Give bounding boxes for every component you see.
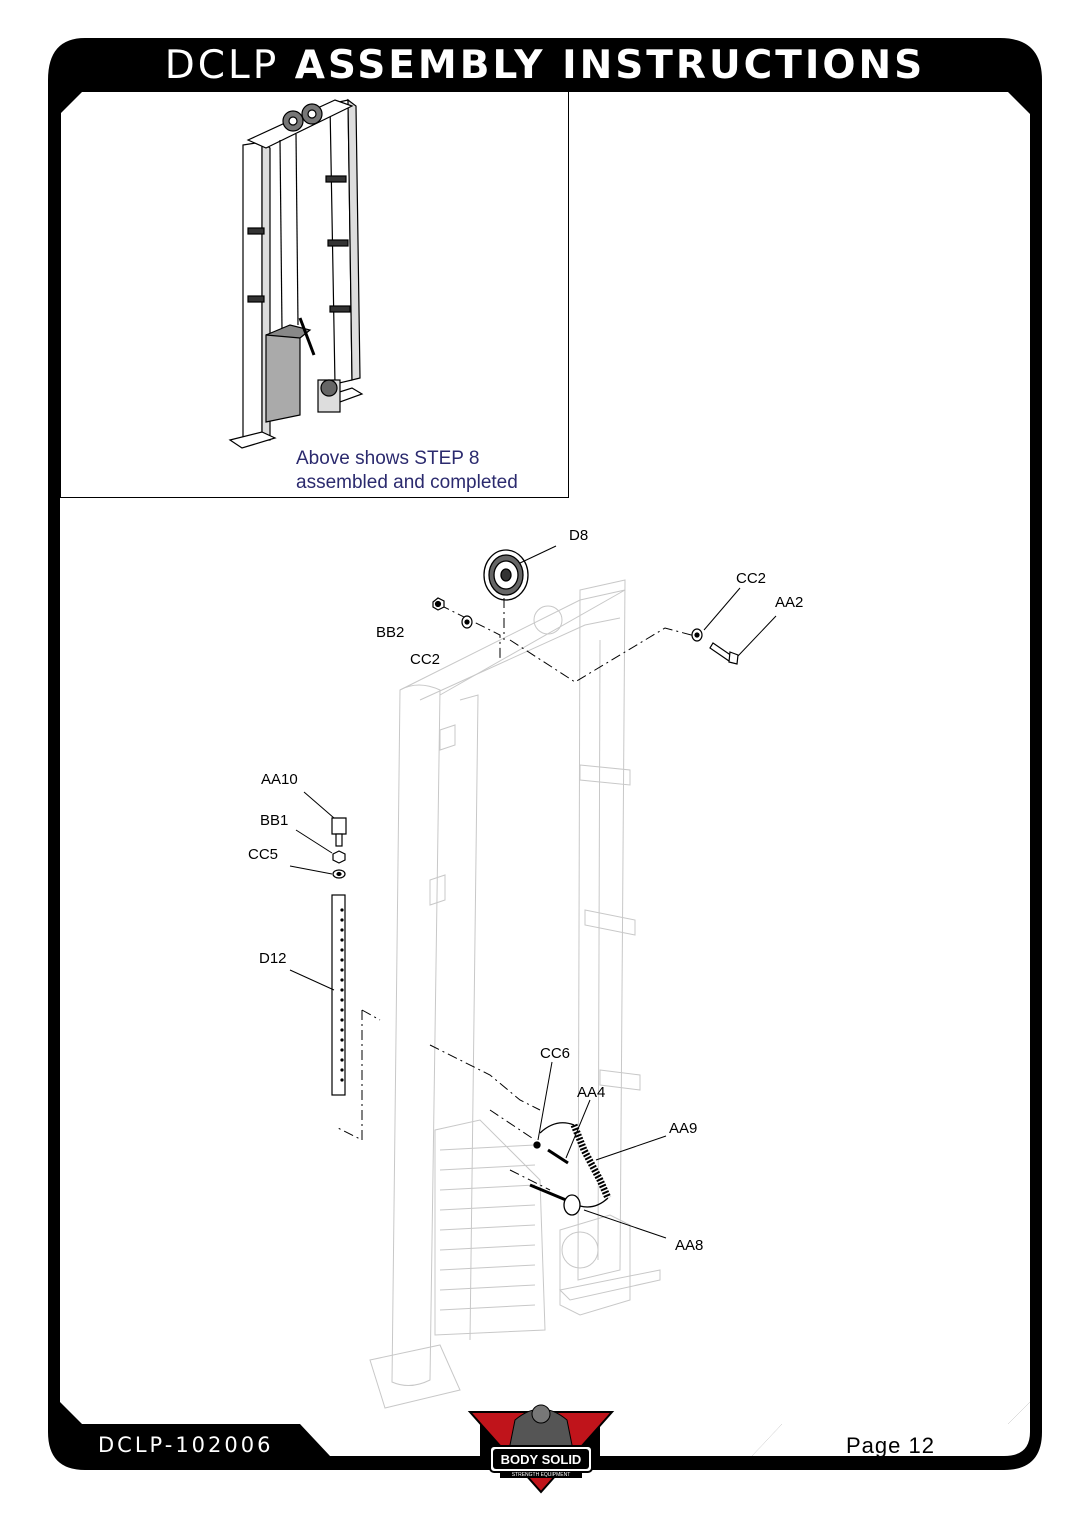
step8-inset	[60, 90, 569, 498]
label-aa2: AA2	[775, 594, 804, 611]
label-aa9: AA9	[669, 1120, 698, 1137]
logo-subtext: STRENGTH EQUIPMENT	[511, 1472, 571, 1478]
label-aa8: AA8	[675, 1237, 704, 1254]
label-cc2-left: CC2	[410, 651, 441, 668]
caption-line-1: Above shows STEP 8	[296, 448, 480, 469]
label-cc2-right: CC2	[736, 570, 767, 587]
title-main: ASSEMBLY INSTRUCTIONS	[294, 43, 926, 88]
label-cc5: CC5	[248, 846, 279, 863]
label-aa10: AA10	[261, 771, 298, 788]
label-cc6: CC6	[540, 1045, 571, 1062]
label-d8: D8	[569, 527, 589, 544]
document-code: DCLP-102006	[98, 1433, 274, 1457]
caption-line-2: assembled and completed	[296, 472, 518, 493]
logo-text: BODY SOLID	[500, 1452, 582, 1467]
page-title: DCLP ASSEMBLY INSTRUCTIONS	[48, 38, 1042, 94]
rod-holes	[340, 908, 344, 1082]
label-bb2: BB2	[376, 624, 405, 641]
inset-caption: Above shows STEP 8 assembled and complet…	[296, 447, 518, 495]
title-prefix: DCLP	[164, 43, 280, 88]
label-aa4: AA4	[577, 1084, 606, 1101]
label-bb1: BB1	[260, 812, 289, 829]
label-d12: D12	[259, 950, 287, 967]
page-number: Page 12	[846, 1433, 935, 1458]
